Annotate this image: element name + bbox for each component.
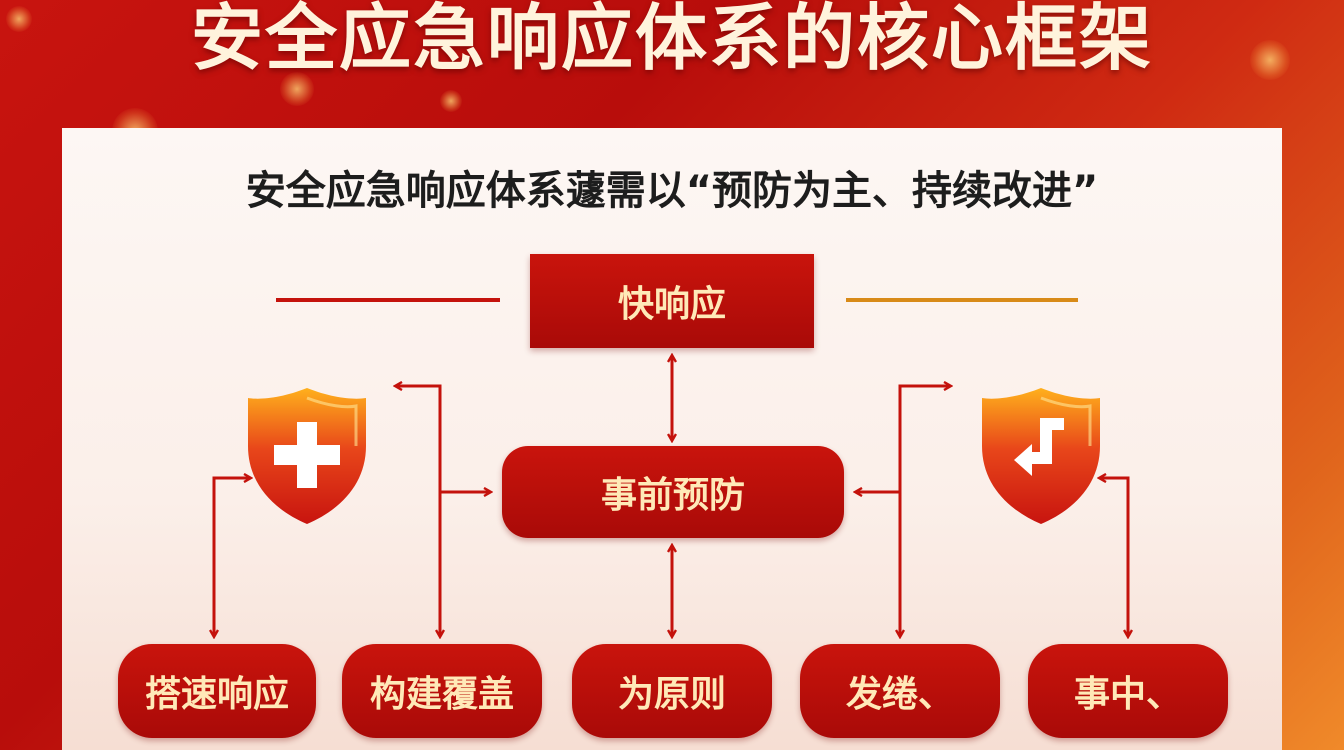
bokeh-light — [1250, 40, 1290, 80]
top-box: 快响应 — [530, 254, 814, 348]
bottom-box-label: 为原则 — [617, 674, 726, 715]
bottom-box-4: 发绻、 — [800, 644, 1000, 738]
bottom-box-5: 事中、 — [1028, 644, 1228, 738]
left-divider-line — [276, 298, 500, 302]
bottom-box-label: 构建覆盖 — [369, 674, 514, 715]
bokeh-light — [440, 90, 462, 112]
bottom-box-3: 为原则 — [572, 644, 772, 738]
bokeh-light — [6, 6, 32, 32]
bottom-box-label: 搭速响应 — [144, 674, 289, 715]
page-title: 安全应急响应体系的核心框架 — [190, 0, 1153, 80]
top-box-label: 快响应 — [617, 284, 726, 325]
bottom-box-label: 事中、 — [1073, 674, 1182, 715]
bokeh-light — [280, 72, 314, 106]
shield-plus-icon — [248, 388, 366, 524]
shield-return-arrow-icon — [982, 388, 1100, 524]
right-divider-line — [846, 298, 1078, 302]
center-box-label: 事前预防 — [600, 475, 745, 516]
subtitle: 安全应急响应体系蘧需以“预防为主、持续改进” — [245, 168, 1099, 214]
center-box: 事前预防 — [502, 446, 844, 538]
bottom-box-1: 搭速响应 — [118, 644, 316, 738]
bottom-box-2: 构建覆盖 — [342, 644, 542, 738]
bottom-box-label: 发绻、 — [845, 674, 954, 715]
